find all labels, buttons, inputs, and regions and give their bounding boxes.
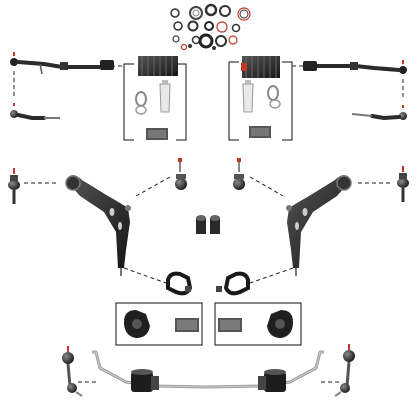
fastener-bag-icon <box>249 126 271 138</box>
tie-rod-end-icon <box>351 105 407 121</box>
steering-boot-icon <box>138 56 178 76</box>
ball-joint-icon <box>233 158 245 190</box>
stabilizer-link-icon <box>62 346 83 397</box>
ball-joint-icon <box>175 158 187 190</box>
clamp-icon <box>135 91 147 115</box>
fastener-bag-icon <box>146 128 168 140</box>
bushing-bracket-icon <box>216 271 250 296</box>
sway-bar-bushing-icon <box>131 369 159 392</box>
clamp-icon <box>267 85 281 109</box>
bushing-icon <box>196 215 220 234</box>
bushing-icon <box>267 310 293 338</box>
fastener-bag-icon <box>218 318 242 332</box>
ball-joint-icon <box>397 166 409 202</box>
control-arm-icon <box>286 175 352 276</box>
sway-bar-bushing-icon <box>258 369 286 392</box>
stabilizer-link-icon <box>334 344 355 397</box>
steering-boot-icon <box>241 56 280 78</box>
seal-kit-icon <box>170 3 251 51</box>
bushing-bracket-icon <box>166 271 193 296</box>
tie-rod-icon <box>10 52 114 75</box>
tie-rod-end-icon <box>10 103 60 120</box>
control-arm-icon <box>65 175 131 276</box>
sway-bar-icon <box>92 350 324 389</box>
grease-tube-icon <box>159 80 171 113</box>
grease-tube-icon <box>242 80 254 113</box>
ball-joint-icon <box>8 168 20 204</box>
fastener-bag-icon <box>175 318 199 332</box>
bushing-icon <box>124 310 150 338</box>
tie-rod-icon <box>303 60 407 74</box>
